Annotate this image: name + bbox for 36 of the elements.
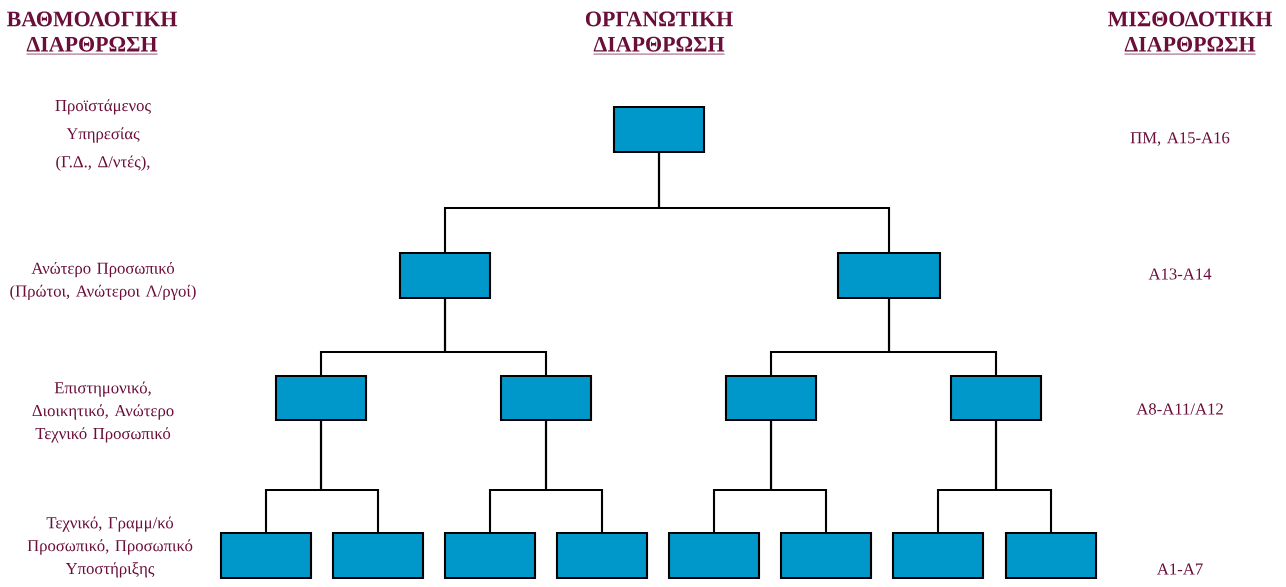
- column-heading: ΜΙΣΘΟΔΟΤΙΚΗ: [1108, 11, 1273, 27]
- pay-scale-label: Α8-Α11/Α12: [1136, 403, 1223, 415]
- level-label: Τεχνικό, Γραμμ/κό Προσωπικό, Προσωπικό Υποστήριξης: [27, 516, 193, 578]
- connector-line: [657, 153, 891, 252]
- org-box: [836, 251, 942, 300]
- org-box: [331, 531, 425, 580]
- org-box: [949, 374, 1043, 422]
- connector-line: [443, 299, 548, 375]
- level-label: Επιστημονικό, Διοικητικό, Ανώτερο Τεχνικό Προσωπικό: [32, 381, 174, 443]
- org-box: [274, 374, 368, 422]
- org-box: [1004, 531, 1098, 580]
- connector-line: [544, 421, 604, 532]
- connector-line: [769, 421, 828, 532]
- org-box: [499, 374, 593, 422]
- connector-line: [887, 299, 998, 375]
- org-box: [555, 531, 649, 580]
- column-heading: ΔΙΑΡΘΡΩΣΗ: [593, 36, 725, 55]
- level-label: Ανώτερο Προσωπικό (Πρώτοι, Ανώτεροι Λ/ργοί): [10, 261, 196, 301]
- org-box: [219, 531, 313, 580]
- org-box: [398, 251, 492, 300]
- pay-scale-label: Α1-Α7: [1157, 563, 1203, 575]
- org-box: [724, 374, 818, 422]
- level-label: Προϊστάμενος Υπηρεσίας (Γ.Δ., Δ/ντές),: [55, 99, 151, 171]
- org-box: [667, 531, 761, 580]
- connector-line: [994, 421, 1053, 532]
- org-box: [443, 531, 537, 580]
- org-box: [891, 531, 985, 580]
- org-box: [779, 531, 873, 580]
- org-box: [612, 105, 706, 154]
- column-heading: ΟΡΓΑΝΩΤΙΚΗ: [585, 11, 733, 27]
- column-heading: ΔΙΑΡΘΡΩΣΗ: [26, 36, 158, 55]
- pay-scale-label: ΠΜ, Α15-Α16: [1130, 132, 1230, 146]
- pay-scale-label: Α13-Α14: [1148, 268, 1212, 280]
- column-heading: ΒΑΘΜΟΛΟΓΙΚΗ: [6, 11, 178, 27]
- connector-line: [319, 421, 380, 532]
- column-heading: ΔΙΑΡΘΡΩΣΗ: [1124, 36, 1256, 55]
